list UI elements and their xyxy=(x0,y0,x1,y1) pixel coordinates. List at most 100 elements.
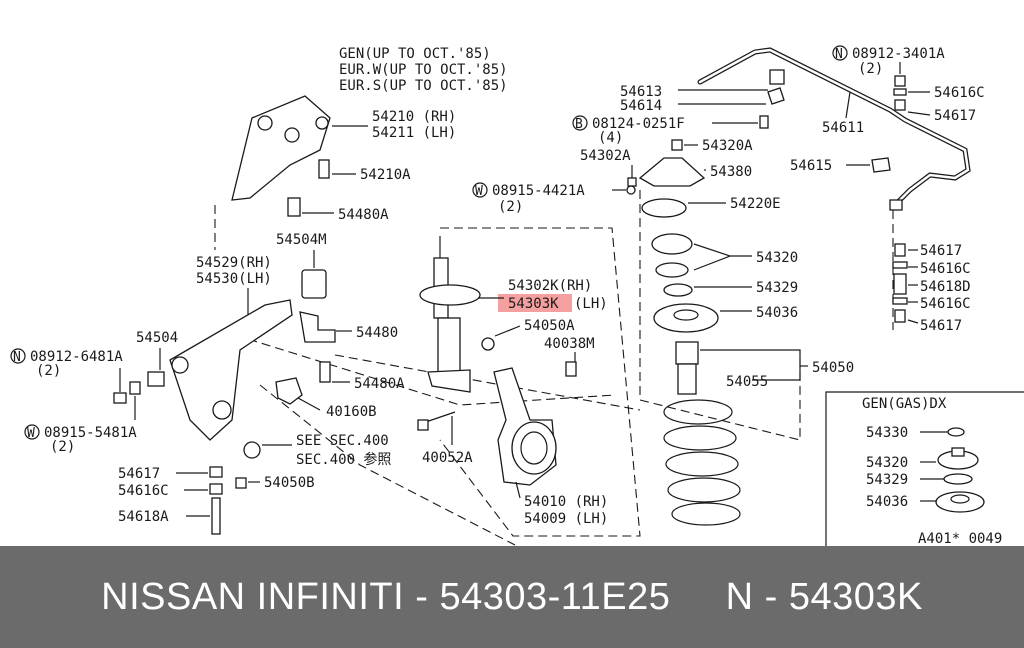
bracket-hole xyxy=(284,127,300,143)
part-08912-6481a-qty: (2) xyxy=(36,363,61,379)
inset-title: GEN(GAS)DX xyxy=(862,396,947,412)
part-54055: 54055 xyxy=(726,374,768,390)
bolt-40038m xyxy=(565,361,577,377)
bracket-54480 xyxy=(299,311,336,343)
caption-text: NISSAN INFINITI - 54303-11E25 N - 54303K xyxy=(101,575,923,618)
nut-08912-3401a xyxy=(894,75,906,87)
part-08124-0251f-qty: (4) xyxy=(598,130,623,146)
part-54504: 54504 xyxy=(136,330,178,346)
spring-seat xyxy=(419,284,481,306)
washer-symbol-circle xyxy=(472,182,488,198)
washer-08915 xyxy=(129,381,141,395)
bolt-54618a xyxy=(211,497,221,535)
washer-54616c xyxy=(892,261,908,269)
diagram-code: A401* 0049 xyxy=(918,531,1002,546)
hub-bore-inner xyxy=(520,431,548,465)
part-54050: 54050 xyxy=(812,360,854,376)
applicability-eurs: EUR.S(UP TO OCT.'85) xyxy=(339,78,508,94)
part-08912-3401a-qty: (2) xyxy=(858,61,883,77)
link-ball-joint xyxy=(212,400,232,420)
part-54050a: 54050A xyxy=(524,318,575,334)
bracket-54615 xyxy=(871,157,891,173)
part-54616c-r1: 54616C xyxy=(934,85,985,101)
spacer-54618d xyxy=(893,273,907,295)
part-54613: 54613 xyxy=(620,84,662,100)
boot-54055 xyxy=(677,363,697,395)
part-08915-4421a-qty: (2) xyxy=(498,199,523,215)
sec-400-ref: SEC.400 参照 xyxy=(296,451,391,468)
bushing-54504 xyxy=(147,371,165,387)
part-54616c-left: 54616C xyxy=(118,483,169,499)
washer-symbol: W xyxy=(475,184,483,199)
inset-part-54330: 54330 xyxy=(866,425,908,441)
part-54616c-r2: 54616C xyxy=(920,261,971,277)
nut-54302a xyxy=(627,177,637,187)
transverse-link xyxy=(169,299,293,441)
link-top xyxy=(889,199,903,211)
leader-line xyxy=(700,349,801,381)
inset-bearing-54329 xyxy=(943,473,973,485)
washer-54616c xyxy=(893,88,907,96)
strut-bracket xyxy=(427,369,471,393)
ball-joint xyxy=(243,441,261,459)
washer-08915 xyxy=(626,185,636,195)
caption-bar: NISSAN INFINITI - 54303-11E25 N - 54303K xyxy=(0,546,1024,648)
part-54617-r1: 54617 xyxy=(934,108,976,124)
part-54036: 54036 xyxy=(756,305,798,321)
nut-symbol: N xyxy=(13,350,21,365)
inset-part-54036: 54036 xyxy=(866,494,908,510)
bolt-head xyxy=(417,419,429,431)
nut-54320a xyxy=(671,139,683,151)
washer-symbol: W xyxy=(27,426,35,441)
insulator-54220e xyxy=(641,198,687,218)
part-54617-r3: 54617 xyxy=(920,318,962,334)
bushing-54504m xyxy=(301,269,327,299)
applicability-gen: GEN(UP TO OCT.'85) xyxy=(339,46,491,62)
part-54530: 54530(LH) xyxy=(196,271,272,287)
nut-symbol-circle xyxy=(10,348,26,364)
part-54480a-top: 54480A xyxy=(338,207,389,223)
part-08915-4421a: 08915-4421A xyxy=(492,183,585,199)
part-08915-5481a-qty: (2) xyxy=(50,439,75,455)
part-08912-3401a: 08912-3401A xyxy=(852,46,945,62)
part-54329: 54329 xyxy=(756,280,798,296)
bushing-54613 xyxy=(769,69,785,85)
mount-54320-b xyxy=(655,262,689,278)
part-54480a-low: 54480A xyxy=(354,376,405,392)
nut-54050a xyxy=(481,337,495,351)
assembly-dash-line xyxy=(334,354,641,411)
mount-54320-a xyxy=(651,233,693,255)
hub-bore xyxy=(511,421,557,475)
exploded-view: GEN(UP TO OCT.'85) EUR.W(UP TO OCT.'85) … xyxy=(10,45,1024,546)
bushing-54617 xyxy=(894,309,906,323)
assembly-dash-line xyxy=(234,334,616,406)
inset-seat-inner xyxy=(950,494,970,504)
bolt-symbol-circle xyxy=(572,115,588,131)
inset-mount-top xyxy=(951,447,965,457)
assembly-dash-line xyxy=(259,384,516,546)
inset-washer-54330 xyxy=(947,427,965,437)
stabilizer-bar-inner xyxy=(698,48,970,207)
leader-line xyxy=(494,325,521,337)
part-54302k: 54302K(RH) xyxy=(508,278,592,294)
part-54504m: 54504M xyxy=(276,232,327,248)
leader-line xyxy=(845,91,851,119)
leader-line xyxy=(297,397,321,411)
part-54617-r2: 54617 xyxy=(920,243,962,259)
bolt-54480a xyxy=(287,197,301,217)
strut-assembly-outline xyxy=(439,227,641,537)
part-40038m: 40038M xyxy=(544,336,595,352)
bumper-54050 xyxy=(675,341,699,365)
clamp-54614 xyxy=(767,87,785,105)
part-54615: 54615 xyxy=(790,158,832,174)
leader-line xyxy=(907,111,931,116)
part-54480: 54480 xyxy=(356,325,398,341)
part-54614: 54614 xyxy=(620,98,662,114)
part-54210: 54210 (RH) xyxy=(372,109,456,125)
nut-08912 xyxy=(113,392,127,404)
bolt-08124 xyxy=(759,115,769,129)
part-54320a: 54320A xyxy=(702,138,753,154)
coil-spring xyxy=(663,399,741,526)
washer-54616c xyxy=(892,297,908,305)
inset-seat-54036 xyxy=(935,491,985,513)
